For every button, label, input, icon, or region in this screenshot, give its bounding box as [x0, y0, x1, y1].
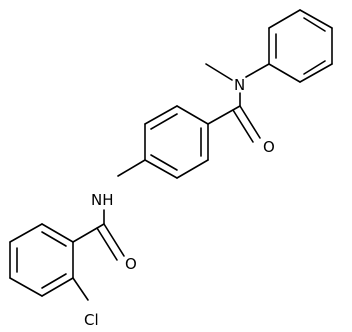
amide-carbonyl-lower — [72, 223, 125, 261]
bond — [117, 159, 146, 177]
bond — [268, 63, 301, 83]
bond — [299, 63, 333, 83]
benzene-ring-central — [144, 105, 209, 179]
bond — [41, 277, 74, 297]
amide-nh-linkage — [103, 159, 146, 225]
bond — [9, 223, 43, 243]
bond — [176, 105, 209, 125]
bond — [268, 9, 301, 29]
bond — [96, 227, 118, 261]
amide-carbonyl-upper — [207, 105, 261, 143]
chlorobenzene-ring — [9, 223, 74, 297]
bond — [103, 223, 125, 257]
bond — [41, 231, 67, 247]
bond — [72, 223, 105, 243]
bond — [41, 223, 74, 243]
bond — [299, 9, 333, 29]
bond — [239, 105, 261, 139]
bond — [144, 105, 178, 125]
bond — [232, 109, 254, 143]
bond — [176, 159, 209, 179]
bond — [150, 154, 178, 171]
bond — [144, 159, 178, 179]
bond — [205, 63, 233, 81]
bond — [150, 113, 178, 130]
atom-label-cl: Cl — [84, 311, 99, 329]
n-methyl-group — [205, 63, 270, 107]
bond — [207, 105, 241, 125]
atom-label-o-upper: O — [263, 138, 275, 156]
phenyl-ring — [268, 9, 333, 83]
bond — [303, 60, 326, 75]
bond — [9, 277, 43, 297]
bond — [303, 17, 326, 32]
atom-label-o-lower: O — [125, 255, 137, 273]
atom-label-nh: NH — [91, 191, 114, 209]
bond — [245, 63, 270, 78]
atom-label-n: N — [234, 76, 245, 94]
c-cl-bond — [72, 277, 89, 301]
bond — [41, 273, 67, 289]
